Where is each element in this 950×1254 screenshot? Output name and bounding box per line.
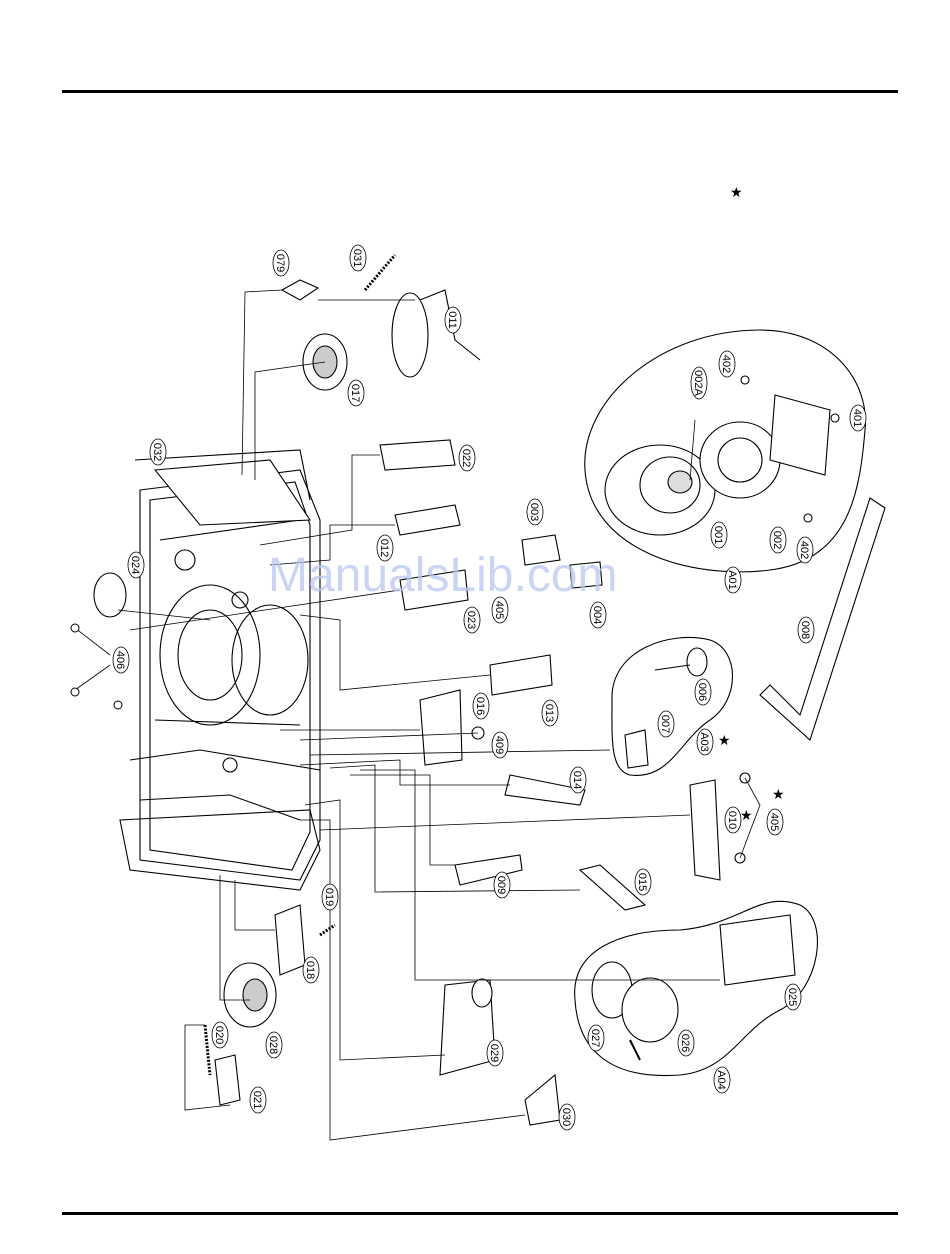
part-label-010: 010 — [726, 811, 738, 829]
part-label-031: 031 — [351, 249, 363, 267]
part-label-015: 015 — [636, 873, 648, 891]
part-label-A04: A04 — [715, 1070, 727, 1090]
part-label-023: 023 — [465, 611, 477, 629]
parts-shapes — [94, 255, 885, 1125]
part-label-007: 007 — [659, 715, 671, 733]
part-label-003: 003 — [528, 503, 540, 521]
part-label-011: 011 — [446, 311, 458, 329]
part-label-406: 406 — [114, 651, 126, 669]
star-icon-405-b: ★ — [740, 807, 753, 823]
part-label-002: 002 — [771, 531, 783, 549]
part-label-030: 030 — [560, 1108, 572, 1126]
part-label-019: 019 — [323, 888, 335, 906]
part-label-029: 029 — [488, 1044, 500, 1062]
part-label-A01: A01 — [726, 570, 738, 590]
part-label-401: 401 — [851, 409, 863, 427]
a01-drum-assembly — [605, 376, 839, 535]
part-label-405-upper: 405 — [493, 601, 505, 619]
part-label-027: 027 — [589, 1029, 601, 1047]
legend-star-icon: ★ — [730, 184, 743, 200]
part-label-013: 013 — [543, 704, 555, 722]
part-label-002A: 002A — [692, 370, 704, 396]
part-label-028: 028 — [267, 1036, 279, 1054]
part-label-021: 021 — [251, 1091, 263, 1109]
part-label-001: 001 — [712, 526, 724, 544]
part-label-024: 024 — [129, 556, 141, 574]
part-label-016: 016 — [474, 697, 486, 715]
part-label-409: 409 — [493, 736, 505, 754]
star-icon-405-a: ★ — [772, 786, 785, 802]
part-label-032: 032 — [151, 443, 163, 461]
part-label-402-lower: 402 — [798, 541, 810, 559]
part-label-014: 014 — [571, 771, 583, 789]
part-label-017: 017 — [349, 384, 361, 402]
watermark: ManualsLib.com — [268, 548, 618, 603]
part-label-079: 079 — [274, 254, 286, 272]
part-label-402-upper: 402 — [720, 355, 732, 373]
part-label-008: 008 — [799, 621, 811, 639]
part-label-025: 025 — [786, 988, 798, 1006]
part-label-022: 022 — [460, 449, 472, 467]
a03-assembly — [625, 648, 707, 768]
star-icon-a03: ★ — [718, 732, 731, 748]
part-label-026: 026 — [679, 1034, 691, 1052]
part-label-405-lower: 405 — [768, 813, 780, 831]
part-label-A03: A03 — [698, 732, 710, 752]
part-label-009: 009 — [495, 876, 507, 894]
part-label-006: 006 — [696, 683, 708, 701]
part-label-004: 004 — [591, 606, 603, 624]
part-label-020: 020 — [213, 1026, 225, 1044]
part-label-018: 018 — [304, 961, 316, 979]
